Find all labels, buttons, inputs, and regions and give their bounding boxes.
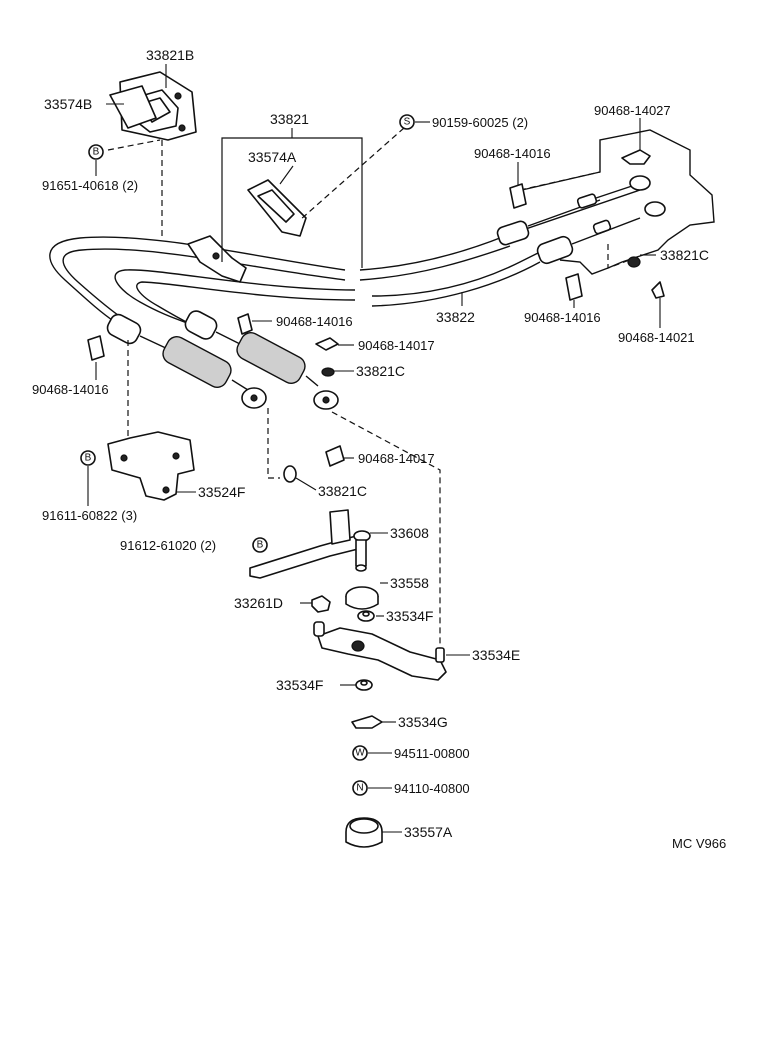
label-90159-60025: 90159-60025 (2) [432, 115, 528, 130]
cable-33822 [114, 269, 356, 327]
clip-90468-14021 [651, 281, 665, 299]
plate-33574B [109, 85, 157, 129]
label-91611-60822: 91611-60822 (3) [42, 508, 137, 523]
washer-33821C-right [627, 256, 641, 268]
clip-90468-14016-mid [237, 313, 253, 335]
symbol-w-1: W [352, 745, 368, 761]
label-90468-14021: 90468-14021 [618, 330, 695, 345]
clip-90468-14016-right [565, 273, 583, 301]
cable-33821-inner [62, 248, 346, 321]
label-33821C-low: 33821C [318, 483, 367, 499]
cable-end-upper-right [496, 175, 651, 246]
label-33558: 33558 [390, 575, 429, 591]
cable-33822-right [371, 251, 541, 297]
clip-90468-14027 [621, 149, 651, 165]
label-94110-40800: 94110-40800 [394, 781, 470, 796]
body-floor-outline [521, 129, 715, 275]
label-33534G: 33534G [398, 714, 448, 730]
cable-end-lower-left [106, 313, 267, 409]
cable-33822-inner [136, 281, 356, 333]
cable-33822-right-inner [371, 261, 541, 307]
label-90468-14016-left: 90468-14016 [32, 382, 109, 397]
bushing-33534F-upper [357, 610, 375, 622]
symbol-n-1: N [352, 780, 368, 796]
nut-33261D [311, 595, 331, 613]
cable-33821-right-inner [359, 245, 511, 281]
label-90468-14016-right: 90468-14016 [524, 310, 601, 325]
label-33534E: 33534E [472, 647, 520, 663]
bushing-33534G [351, 715, 383, 729]
symbol-b-3-letter: B [257, 540, 264, 551]
symbol-w-1-letter: W [355, 748, 365, 759]
label-90468-14017-low: 90468-14017 [358, 451, 435, 466]
diagram-code: MC V966 [672, 836, 726, 851]
label-33524F: 33524F [198, 484, 245, 500]
label-33534F-lower: 33534F [276, 677, 323, 693]
symbol-s-1-letter: S [404, 117, 411, 128]
bushing-33558 [345, 586, 379, 610]
label-90468-14016-mid: 90468-14016 [276, 314, 353, 329]
symbol-b-2: B [80, 450, 96, 466]
dash-washer-right [607, 244, 641, 269]
symbol-s-1: S [399, 114, 415, 130]
washer-33821C-mid [321, 367, 335, 377]
lever-33534E [313, 621, 447, 681]
cable-end-upper-left [184, 310, 339, 410]
label-33534F-upper: 33534F [386, 608, 433, 624]
label-33821C-mid: 33821C [356, 363, 405, 379]
label-33608: 33608 [390, 525, 429, 541]
symbol-b-1: B [88, 144, 104, 160]
clip-90468-14017-mid [315, 337, 339, 351]
leader-lines [87, 64, 661, 833]
dash-b1 [107, 139, 161, 151]
label-33821C-right: 33821C [660, 247, 709, 263]
retainer-33574A [247, 179, 307, 237]
label-90468-14027: 90468-14027 [594, 103, 671, 118]
dash-s-to-retainer [299, 127, 405, 221]
label-90468-14016-top: 90468-14016 [474, 146, 551, 161]
label-91651-40618: 91651-40618 (2) [42, 178, 138, 193]
label-91612-61020: 91612-61020 (2) [120, 538, 216, 553]
label-94511-00800: 94511-00800 [394, 746, 470, 761]
symbol-b-2-letter: B [85, 453, 92, 464]
knob-33557A [345, 817, 383, 848]
clip-90468-14016-left [87, 335, 105, 361]
dash-clip-top [519, 171, 601, 191]
bracket-33524F [107, 431, 195, 501]
symbol-n-1-letter: N [356, 783, 363, 794]
lever-33608 [249, 509, 371, 579]
symbol-b-1-letter: B [93, 147, 100, 158]
clip-90468-14016-top [509, 183, 527, 209]
cable-33821 [49, 236, 346, 323]
label-33821: 33821 [270, 111, 309, 127]
label-33574B: 33574B [44, 96, 92, 112]
label-90468-14017-mid: 90468-14017 [358, 338, 435, 353]
label-33822: 33822 [436, 309, 475, 325]
washer-33821C-low [283, 465, 297, 483]
dash-cable-to-washer [267, 408, 280, 479]
clip-90468-14017-low [325, 445, 345, 467]
label-33574A: 33574A [248, 149, 297, 165]
label-33821B: 33821B [146, 47, 194, 63]
label-33557A: 33557A [404, 824, 453, 840]
cable-clamp [187, 235, 247, 283]
dash-cable-to-lever [331, 411, 441, 650]
cable-end-lower-right [536, 201, 666, 265]
label-33261D: 33261D [234, 595, 283, 611]
bushing-33534F-lower [355, 679, 373, 691]
symbol-b-3: B [252, 537, 268, 553]
